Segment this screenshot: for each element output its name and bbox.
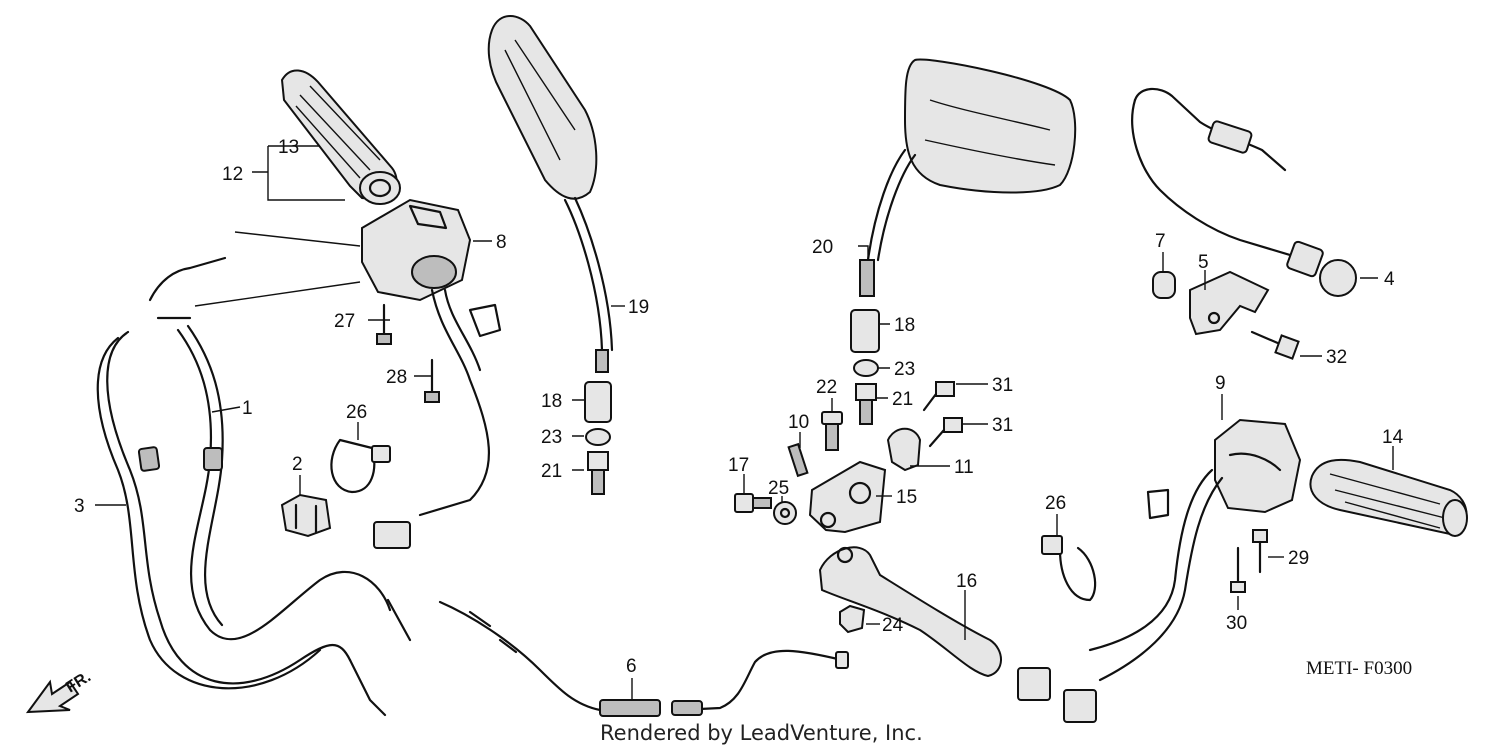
bolt-31a[interactable]	[922, 381, 955, 412]
right-mirror[interactable]	[859, 58, 1077, 297]
wire-band-left[interactable]	[330, 438, 391, 494]
callout-27: 27	[334, 311, 355, 332]
callout-23-right: 23	[894, 359, 915, 380]
cable-clamp[interactable]	[280, 493, 332, 538]
clutch-lever[interactable]	[818, 546, 1002, 678]
callout-26-right: 26	[1045, 493, 1066, 514]
right-grip[interactable]	[1309, 458, 1468, 537]
adapter-18-left[interactable]	[584, 381, 612, 423]
bolt-28[interactable]	[424, 358, 440, 403]
washer-25[interactable]	[773, 501, 797, 525]
bolt-21-right[interactable]	[855, 383, 877, 425]
callout-9: 9	[1215, 373, 1226, 394]
bolt-29[interactable]	[1252, 529, 1268, 574]
callout-24: 24	[882, 615, 904, 636]
callout-4: 4	[1384, 269, 1395, 290]
callout-15: 15	[896, 487, 917, 508]
callout-21-left: 21	[541, 461, 562, 482]
callout-20: 20	[812, 237, 833, 258]
callout-7: 7	[1155, 231, 1166, 252]
bolt-21-left[interactable]	[587, 451, 609, 495]
callout-31a: 31	[992, 375, 1013, 396]
callout-3: 3	[74, 496, 85, 517]
throttle-grip[interactable]	[280, 69, 401, 205]
clutch-cable[interactable]	[438, 600, 849, 717]
right-switch-housing[interactable]	[1017, 418, 1302, 723]
bolt-30[interactable]	[1230, 546, 1246, 593]
callout-2: 2	[292, 454, 303, 475]
callout-29: 29	[1288, 548, 1309, 569]
left-mirror[interactable]	[487, 15, 614, 373]
left-switch-housing[interactable]	[361, 198, 502, 549]
lever-bracket[interactable]	[808, 460, 887, 534]
catalog-code: METI- F0300	[1306, 658, 1412, 679]
callout-leaders	[95, 145, 1394, 700]
callout-5: 5	[1198, 252, 1209, 273]
callout-30: 30	[1226, 613, 1247, 634]
callout-18-left: 18	[541, 391, 562, 412]
bolt-22[interactable]	[821, 411, 843, 451]
callout-16: 16	[956, 571, 977, 592]
callout-8: 8	[496, 232, 507, 253]
callout-numbers: 1 2 3 4 5 6 7 8 9 10 11 12 13 14 15 16 1…	[74, 137, 1404, 677]
callout-6: 6	[626, 656, 637, 677]
callout-32: 32	[1326, 347, 1347, 368]
nut-24[interactable]	[839, 604, 866, 634]
wire-band-right[interactable]	[1041, 535, 1097, 602]
callout-13: 13	[278, 137, 299, 158]
cable-holder-5[interactable]	[1189, 270, 1270, 336]
callout-1: 1	[242, 398, 253, 419]
callout-31b: 31	[992, 415, 1013, 436]
callout-14: 14	[1382, 427, 1404, 448]
callout-17: 17	[728, 455, 749, 476]
callout-19: 19	[628, 297, 649, 318]
throttle-cables[interactable]	[96, 256, 412, 717]
screw-17[interactable]	[734, 493, 772, 513]
callout-23-left: 23	[541, 427, 562, 448]
callout-22: 22	[816, 377, 837, 398]
callout-21-right: 21	[892, 389, 913, 410]
pin-10[interactable]	[787, 442, 809, 478]
nut-23-right[interactable]	[853, 359, 879, 377]
adapter-18-right[interactable]	[850, 309, 880, 353]
callout-10: 10	[788, 412, 809, 433]
callout-18-right: 18	[894, 315, 915, 336]
bolt-27[interactable]	[376, 303, 392, 345]
callout-26-left: 26	[346, 402, 367, 423]
choke-cable[interactable]	[1131, 87, 1357, 297]
bracket-holder-11[interactable]	[886, 427, 922, 472]
callout-28: 28	[386, 367, 407, 388]
render-credit: Rendered by LeadVenture, Inc.	[600, 721, 923, 745]
callout-25: 25	[768, 478, 789, 499]
callout-12: 12	[222, 164, 243, 185]
bolt-32[interactable]	[1250, 330, 1300, 360]
front-direction-arrow-icon	[25, 679, 80, 714]
collar-7[interactable]	[1152, 271, 1176, 299]
bolt-31b[interactable]	[928, 417, 963, 448]
nut-23-left[interactable]	[585, 428, 611, 446]
callout-11: 11	[954, 457, 974, 478]
